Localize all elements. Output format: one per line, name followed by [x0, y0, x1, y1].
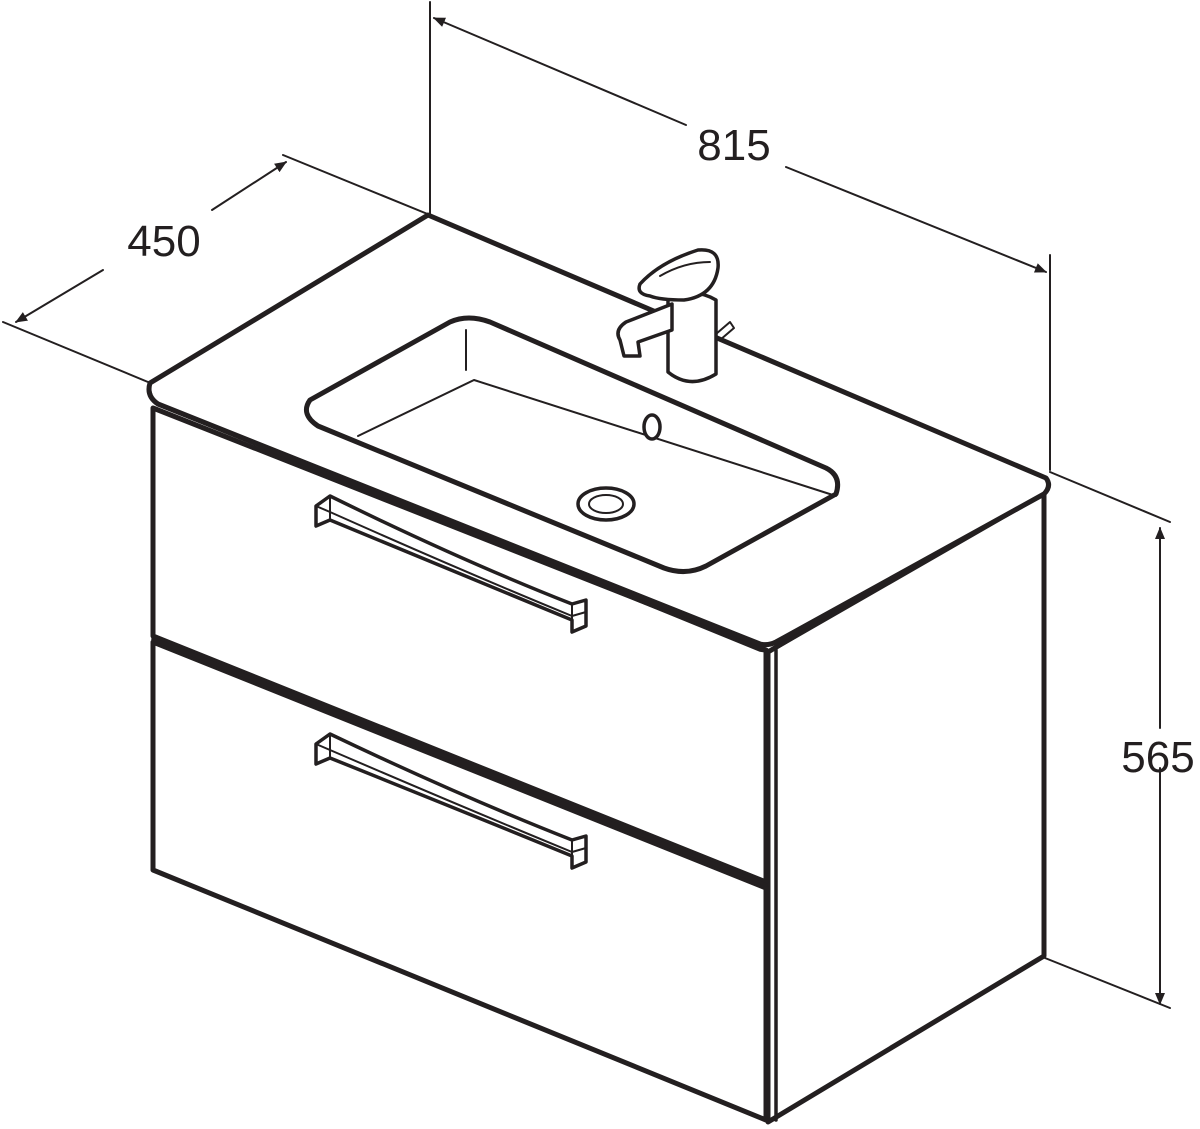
- drawer-gap-line: [151, 637, 768, 887]
- lower-handle-detail: [315, 733, 587, 857]
- height-dimension-label: 565: [1121, 733, 1194, 782]
- cabinet: [150, 405, 1047, 1125]
- drain-outer: [576, 486, 636, 522]
- height-extension-line-top: [1049, 471, 1171, 523]
- upper-drawer-handle: [314, 494, 588, 634]
- width-dimension-line-a: [433, 17, 687, 126]
- tap-spout: [616, 302, 674, 358]
- depth-dimension-line-a: [211, 161, 287, 211]
- width-dimension-line-b: [785, 166, 1047, 273]
- upper-handle-detail: [315, 495, 587, 621]
- depth-extension-line-back: [282, 154, 431, 216]
- basin-front-lip: [148, 390, 1046, 653]
- basin-bowl-rim: [303, 315, 841, 574]
- lower-drawer-front: [150, 639, 769, 1123]
- overflow-hole: [642, 413, 662, 441]
- basin-bowl-inner: [357, 379, 837, 497]
- width-dimension-label: 815: [697, 121, 770, 170]
- lower-drawer-handle: [314, 732, 588, 870]
- tap-popup-rod: [715, 321, 735, 341]
- tap-lever: [637, 248, 720, 302]
- drain-inner: [588, 494, 624, 514]
- depth-dimension: 450: [2, 154, 431, 383]
- height-extension-line-bottom: [1044, 957, 1171, 1009]
- depth-dimension-line-b: [15, 269, 104, 323]
- tap-lever-detail: [659, 261, 711, 277]
- height-dimension: 565: [1044, 471, 1195, 1009]
- width-dimension: 815: [429, 1, 1051, 471]
- washbasin: [146, 212, 1052, 653]
- mixer-tap: [616, 248, 735, 384]
- tap-body: [666, 291, 718, 384]
- depth-dimension-label: 450: [127, 217, 200, 266]
- depth-extension-line-front: [2, 321, 149, 383]
